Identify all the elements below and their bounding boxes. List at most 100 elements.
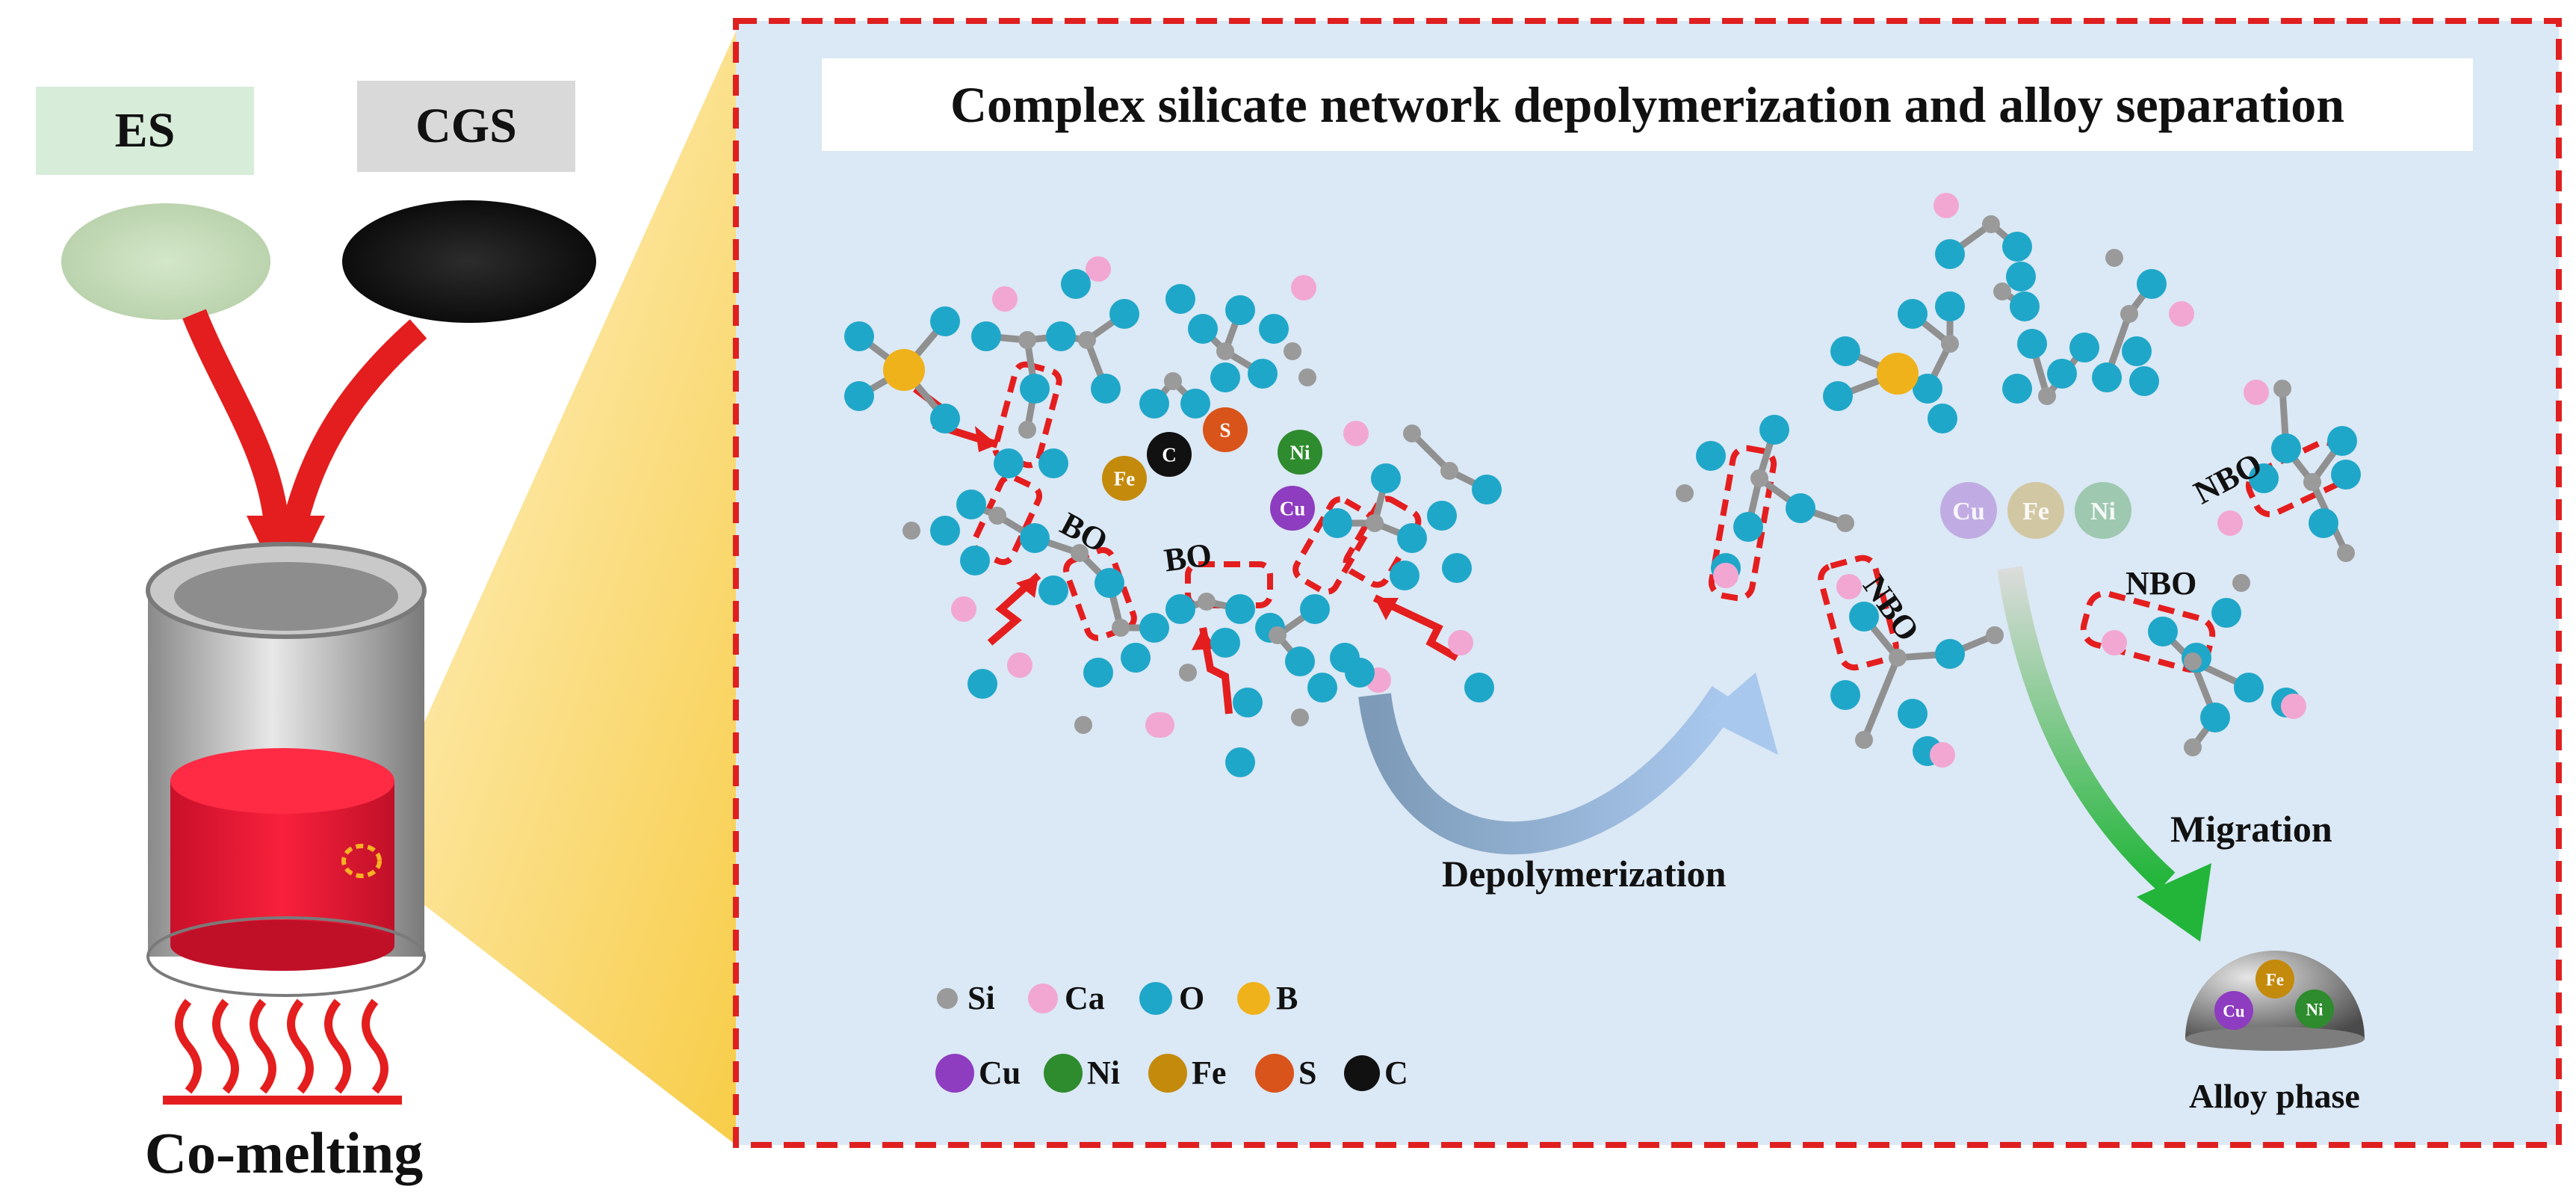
atom-si — [2337, 544, 2355, 562]
atom-si — [1986, 626, 2004, 644]
atom-o — [1733, 512, 1763, 542]
legend-label-o: O — [1179, 980, 1205, 1016]
es-powder — [61, 203, 270, 320]
legend-marker-cu — [935, 1054, 974, 1093]
atom-si — [1198, 593, 1216, 611]
atom-o — [1233, 688, 1263, 717]
alloy-phase-label: Alloy phase — [2189, 1077, 2360, 1115]
legend-marker-c — [1344, 1055, 1380, 1091]
melt-surface — [170, 748, 394, 814]
depolymerization-arrow — [1358, 685, 1740, 855]
atom-o — [2047, 359, 2077, 389]
alloy-ni: Ni — [2295, 989, 2334, 1028]
atom-o — [2122, 336, 2152, 366]
merge-arrow-right — [282, 319, 427, 527]
atom-si — [1982, 215, 2000, 233]
legend-marker-ca — [1028, 984, 1058, 1013]
atom-si — [988, 507, 1006, 525]
legend-label-b: B — [1276, 980, 1298, 1016]
atom-o — [1390, 561, 1419, 590]
element-symbol: Cu — [1952, 498, 1984, 525]
legend-label-s: S — [1298, 1055, 1317, 1091]
element-symbol: Fe — [2022, 498, 2049, 525]
legend-marker-si — [937, 988, 958, 1009]
atom-o — [1139, 389, 1169, 419]
atom-ca — [1007, 652, 1032, 678]
es-label: ES — [36, 87, 254, 175]
atom-o — [1935, 639, 1965, 669]
atom-o — [1210, 628, 1240, 658]
atom-si — [1889, 649, 1907, 667]
atom-ca — [2102, 630, 2127, 655]
heater-icon — [175, 998, 388, 1094]
legend-marker-b — [1237, 982, 1270, 1015]
element-symbol: Cu — [1280, 498, 1306, 520]
melt-fe: Fe — [1102, 456, 1147, 501]
legend-marker-ni — [1044, 1054, 1083, 1093]
atom-o — [1038, 448, 1068, 478]
atom-ca — [1930, 742, 1955, 768]
legend-marker-o — [1139, 982, 1172, 1015]
atom-o — [1935, 239, 1965, 269]
atom-o — [2092, 362, 2122, 392]
atom-ca — [951, 596, 976, 622]
atom-si — [1941, 335, 1959, 353]
atom-o — [2006, 262, 2036, 291]
atom-o — [930, 306, 960, 336]
atom-si — [2105, 249, 2123, 267]
migration-arrow — [1997, 566, 2176, 892]
atom-si — [1676, 484, 1694, 502]
atom-o — [1139, 613, 1169, 643]
atom-si — [2184, 652, 2202, 670]
legend-label-ca: Ca — [1065, 980, 1105, 1016]
atom-ca — [1291, 275, 1316, 300]
atom-o — [2010, 291, 2040, 321]
atom-o — [844, 321, 874, 351]
element-symbol: Fe — [2266, 970, 2284, 989]
panel-title: Complex silicate network depolymerizatio… — [822, 58, 2473, 151]
atom-si — [2038, 387, 2056, 405]
atom-o — [1020, 374, 1050, 404]
legend-label-cu: Cu — [979, 1055, 1021, 1091]
cgs-powder — [342, 200, 596, 323]
free-fe: Fe — [2007, 482, 2064, 539]
atom-o — [1472, 475, 1502, 504]
atom-o — [1095, 568, 1124, 598]
atom-si — [2232, 574, 2250, 592]
atom-si — [1403, 424, 1421, 442]
legend-markers — [935, 982, 1380, 1093]
atom-si — [1179, 664, 1197, 682]
atom-si — [2273, 380, 2291, 398]
zoom-spot — [341, 844, 382, 878]
atom-o — [1913, 374, 1942, 404]
atom-o — [844, 381, 874, 411]
atom-si — [2184, 738, 2202, 756]
atom-o — [1083, 658, 1113, 688]
atom-si — [1071, 544, 1089, 562]
atom-o — [2069, 333, 2099, 362]
atom-o — [1165, 284, 1195, 314]
migration-label: Migration — [2170, 808, 2332, 850]
alloy-cu: Cu — [2214, 991, 2253, 1030]
atom-b — [1877, 353, 1919, 395]
atom-si — [1074, 716, 1092, 734]
atom-o — [2148, 617, 2178, 646]
atom-o — [1307, 673, 1337, 703]
crucible-inner — [174, 562, 398, 631]
legend-label-si: Si — [967, 980, 995, 1016]
atom-si — [1291, 708, 1309, 726]
legend-label-ni: Ni — [1087, 1055, 1120, 1091]
element-symbol: Ni — [1290, 442, 1310, 464]
atom-ca — [1145, 712, 1171, 738]
atom-si — [1855, 731, 1873, 749]
atom-o — [1225, 747, 1255, 777]
atom-o — [960, 546, 990, 575]
atom-ca — [1713, 563, 1739, 588]
magnify-callout — [363, 31, 736, 1145]
atom-o — [2137, 269, 2167, 299]
atom-o — [1696, 441, 1726, 471]
atom-ca — [1933, 193, 1959, 218]
atom-o — [2002, 374, 2032, 404]
